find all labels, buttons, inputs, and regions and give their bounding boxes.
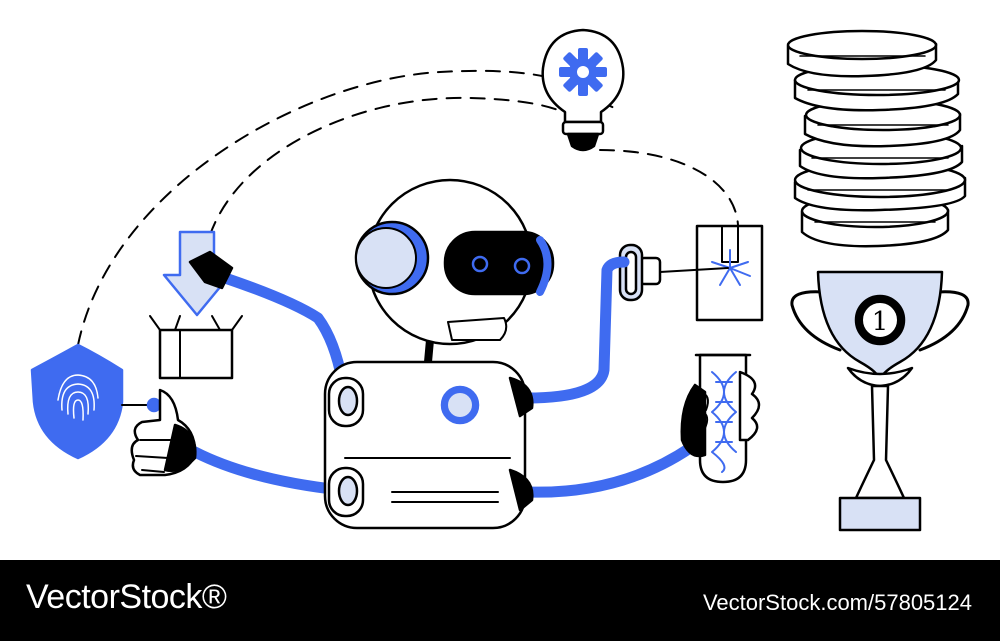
trophy-medal-label: 1 [872, 307, 889, 337]
robot-hand-left [130, 388, 197, 477]
box-download-icon [149, 230, 243, 380]
watermark-bar: VectorStock® VectorStock.com/57805124 [0, 560, 1000, 641]
lightbulb-gear-icon [541, 28, 625, 152]
image-id-text: VectorStock.com/57805124 [702, 590, 972, 615]
test-tube-dna-icon [680, 353, 761, 484]
laser-icon [618, 224, 764, 322]
robot-illustration: 1 [30, 28, 970, 532]
vectorstock-logo: VectorStock® [26, 578, 227, 616]
coins-stack-icon [786, 29, 967, 248]
robot-hand-top [188, 250, 234, 290]
trophy-icon [790, 270, 970, 532]
robot-icon [323, 178, 555, 530]
